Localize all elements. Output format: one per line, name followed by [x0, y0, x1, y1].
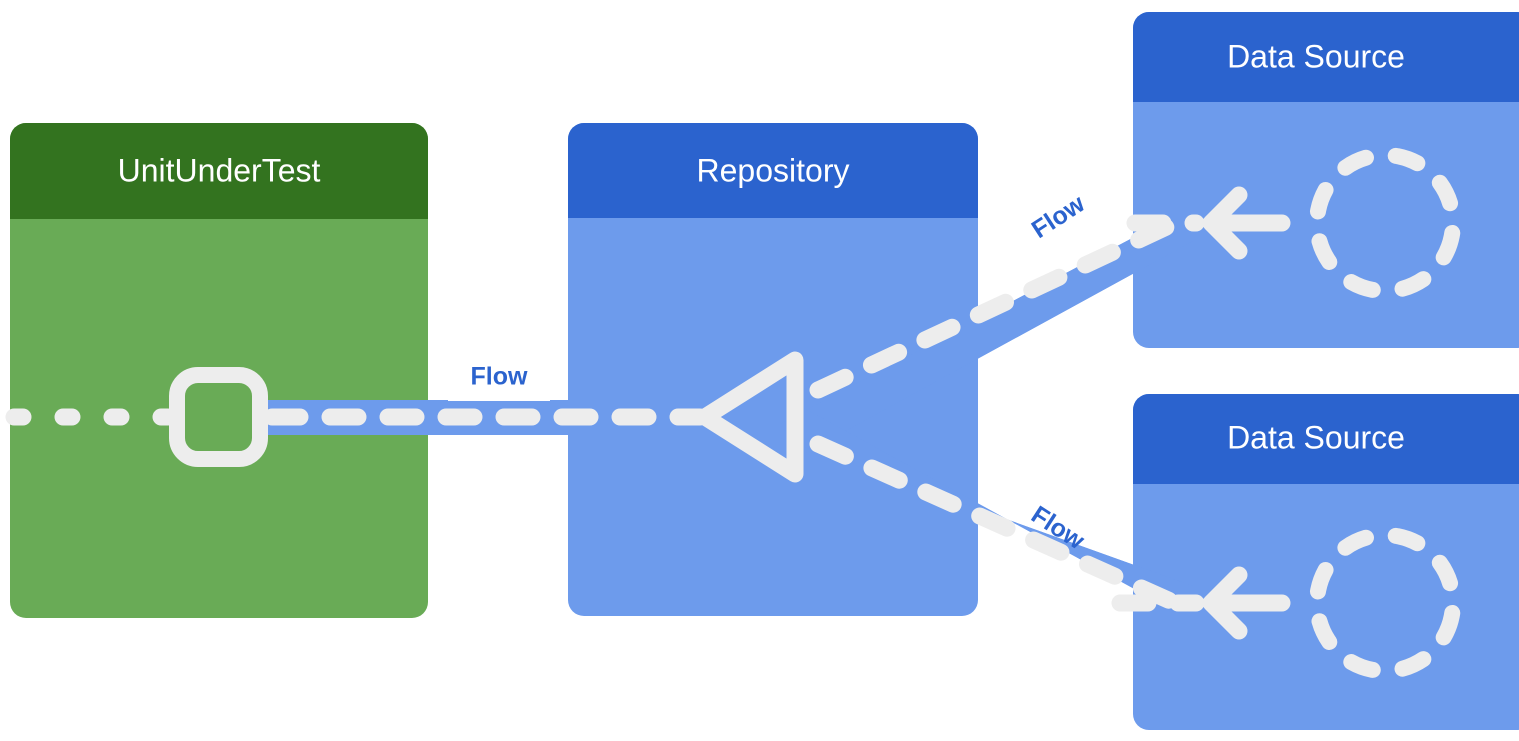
flow-label-unit-to-repository: Flow — [448, 352, 550, 401]
flow-band-diagonals-overlay — [780, 206, 1213, 621]
dashed-circle-icon-source-bottom — [1309, 527, 1461, 679]
node-title-unit-under-test: UnitUnderTest — [118, 152, 321, 188]
node-header-repository — [568, 123, 978, 218]
dashed-path-repository-to-source-bottom — [809, 435, 1205, 612]
play-triangle-left-outline-icon — [696, 351, 804, 483]
flow-label-repository-to-source-top: Flow — [1027, 189, 1090, 244]
rounded-square-outline-icon — [169, 367, 268, 467]
node-title-data-source-top: Data Source — [1227, 38, 1405, 74]
arrow-left-icon-source-top — [1202, 186, 1291, 260]
node-title-data-source-bottom: Data Source — [1227, 419, 1405, 455]
dashed-path-repository-to-source-top — [809, 214, 1205, 399]
node-header-data-source-bottom — [1133, 394, 1519, 484]
arrow-left-icon-source-bottom — [1202, 566, 1291, 640]
dashed-circle-icon-source-top — [1309, 147, 1461, 299]
flow-label-text: Flow — [471, 363, 528, 391]
flow-label-text: Flow — [1027, 189, 1090, 244]
node-data-source-top[interactable]: Data Source — [1133, 12, 1519, 348]
node-header-data-source-top — [1133, 12, 1519, 102]
node-title-repository: Repository — [697, 152, 850, 188]
node-header-unit-under-test — [10, 123, 428, 219]
